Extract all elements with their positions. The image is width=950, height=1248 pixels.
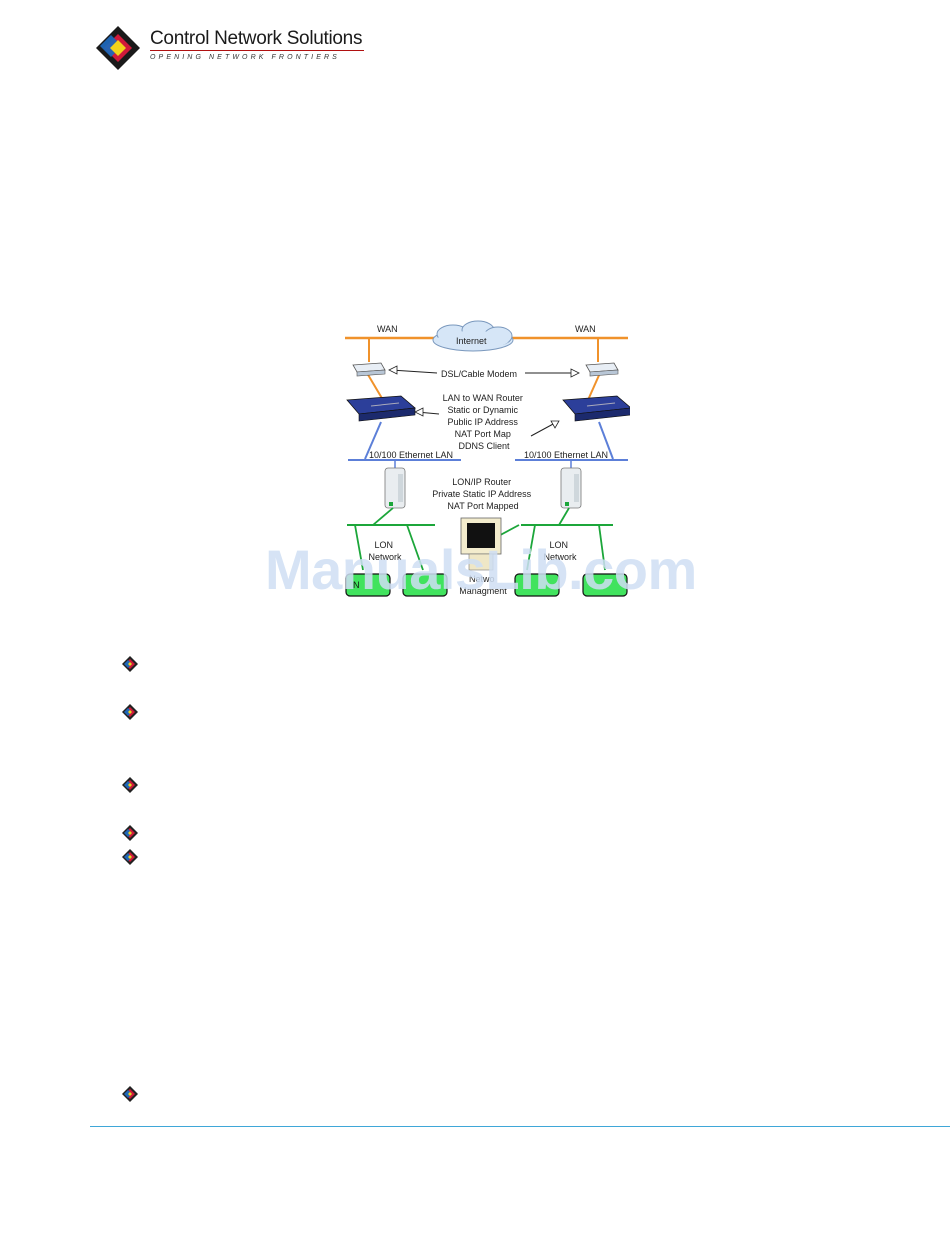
lon-node-4 [582,573,628,597]
footer-rule [90,1126,950,1127]
lonip-router-left-icon [384,467,406,509]
bullet-diamond-icon [122,656,138,672]
lon-node-1: N [345,573,391,597]
router-desc: LAN to WAN Router Static or Dynamic Publ… [443,393,526,451]
lon-node-2 [402,573,448,597]
lon-right-label: LON Network [543,540,577,562]
ethernet-left-label: 10/100 Ethernet LAN [369,450,453,460]
lon-node-3 [514,573,560,597]
lon-left-label: LON Network [368,540,402,562]
modem-left-icon [352,362,386,377]
brand-divider [150,50,364,51]
internet-cloud-icon [432,320,514,352]
ethernet-right-label: 10/100 Ethernet LAN [524,450,608,460]
wan-left-label: WAN [377,324,398,334]
internet-label: Internet [456,336,487,346]
computer-icon [460,517,502,571]
wan-right-label: WAN [575,324,596,334]
lonip-desc: LON/IP Router Private Static IP Address … [432,477,533,511]
bullet-diamond-icon [122,825,138,841]
bullet-diamond-icon [122,1086,138,1102]
company-name: Control Network Solutions [150,28,363,49]
router-right-icon [562,395,630,422]
modem-label: DSL/Cable Modem [441,369,517,379]
router-left-icon [346,395,416,422]
bullet-diamond-icon [122,777,138,793]
company-tagline: OPENING NETWORK FRONTIERS [150,54,340,61]
bullet-diamond-icon [122,704,138,720]
bullet-diamond-icon [122,849,138,865]
logo-diamond-icon [96,26,140,70]
network-diagram: WAN WAN Internet DSL/Cable Modem LAN to … [345,320,630,597]
modem-right-icon [585,362,619,377]
lonip-router-right-icon [560,467,582,509]
svg-text:N: N [353,580,360,590]
watermark: ManualsLib.com [265,538,697,601]
management-label: Netwo Managment [459,574,507,596]
company-logo [96,26,140,70]
